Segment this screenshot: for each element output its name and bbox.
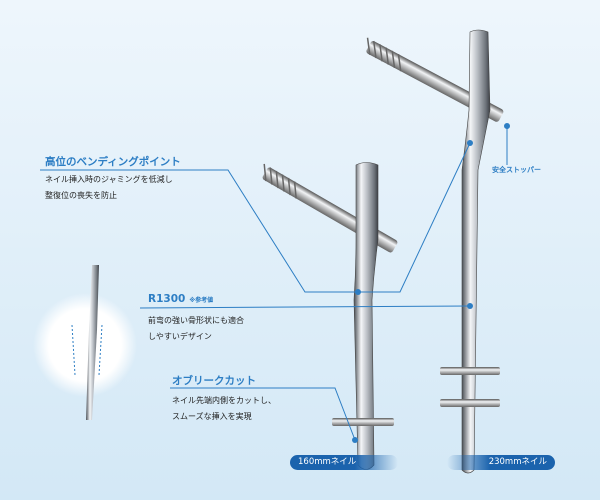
short-nail-label: 160mmネイル <box>290 455 398 470</box>
oblique-line-1: ネイル先端内側をカットし、 <box>172 396 276 405</box>
long-nail-locking-screws <box>440 367 500 407</box>
long-nail-label: 230mmネイル <box>447 455 555 470</box>
bending-line-2: 整復位の喪失を防止 <box>45 191 117 200</box>
bending-title: 高位のベンディングポイント <box>45 156 181 168</box>
short-nail-locking-screw <box>332 418 394 426</box>
stopper-label: 安全ストッパー <box>492 166 541 174</box>
inset-circle <box>33 293 137 397</box>
callout-lines <box>40 126 508 441</box>
bending-line-1: ネイル挿入時のジャミングを低減し <box>45 175 173 184</box>
radius-value: R1300 <box>148 293 186 305</box>
radius-line-2: しやすいデザイン <box>148 332 212 341</box>
oblique-description: ネイル先端内側をカットし、 スムーズな挿入を実現 <box>172 393 276 425</box>
radius-description: 前弯の強い骨形状にも適合 しやすいデザイン <box>148 313 244 345</box>
bending-description: ネイル挿入時のジャミングを低減し 整復位の喪失を防止 <box>45 172 173 204</box>
radius-title: R1300※参考値 <box>148 293 213 305</box>
oblique-title: オブリークカット <box>172 375 256 387</box>
oblique-line-2: スムーズな挿入を実現 <box>172 412 252 421</box>
callout-dots <box>352 123 510 443</box>
inset-nail <box>86 265 99 420</box>
radius-note: ※参考値 <box>189 297 214 304</box>
radius-line-1: 前弯の強い骨形状にも適合 <box>148 316 244 325</box>
